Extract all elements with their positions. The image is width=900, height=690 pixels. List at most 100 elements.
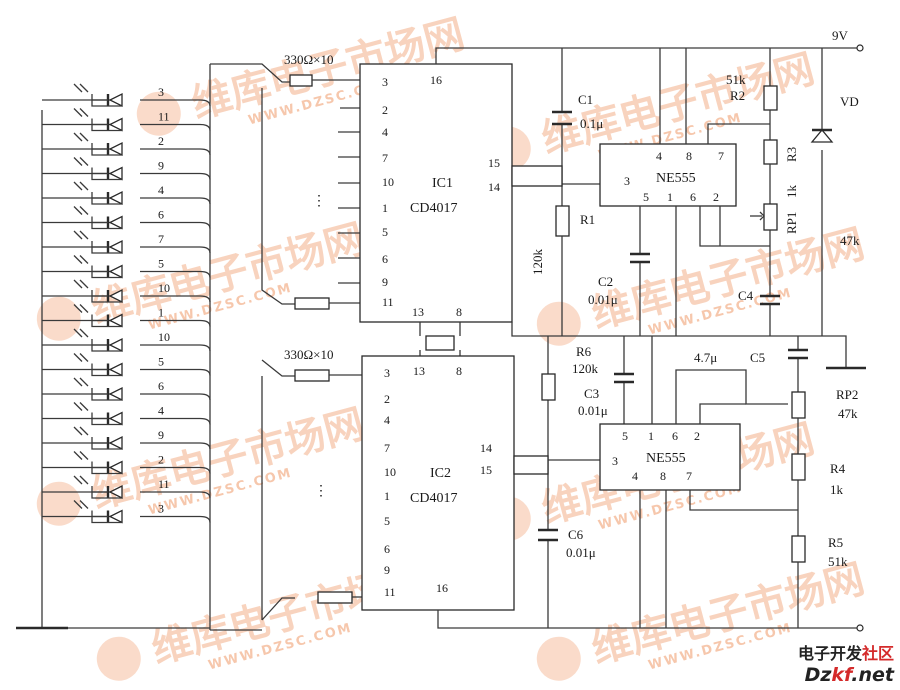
timer1-part: NE555 [656,171,696,186]
watermark-text: 维库电子市场网 [87,401,369,518]
c2-label: C2 [598,274,613,289]
ic2-pin-8: 8 [456,364,462,378]
led-bus-wires [209,63,295,631]
resistor-array-1: 330Ω×10 ⋮ [284,52,360,310]
r3-value: 1k [784,185,799,199]
r6-resistor: R6 120k C6 0.01μ [538,336,599,628]
ic-pin-label: 5 [382,225,388,239]
r5-label: R5 [828,535,843,550]
led: 9 [42,426,211,451]
led-pin-label: 9 [158,428,164,442]
resistor-array-2: 330Ω×10 ⋮ [284,347,362,604]
ic1-pin-14: 14 [488,180,500,194]
c3-capacitor: C3 0.01μ [578,336,634,424]
ic-pin-label: 5 [384,514,390,528]
led-pin-label: 6 [158,379,164,393]
brand-domain-b: kf [831,664,852,686]
ic1-clock-block [511,165,563,187]
timer2-pin5: 5 [622,429,628,443]
led: 10 [42,328,211,353]
r1-resistor: R1 120k [530,205,595,336]
timer2-part: NE555 [646,451,686,466]
ic1-pin-8: 8 [456,305,462,319]
timer2-pin6: 6 [672,429,678,443]
led: 4 [42,402,211,426]
ic2-pin-16: 16 [436,581,448,595]
ic-pin-label: 4 [382,125,388,139]
timer2-pin1: 1 [648,429,654,443]
resistor-array-2-label: 330Ω×10 [284,347,334,362]
led-pin-label: 5 [158,257,164,271]
led-pin-label: 5 [158,355,164,369]
brand-text-b: 社区 [861,644,894,663]
timer1-pin8: 8 [686,149,692,163]
led: 6 [42,377,211,402]
ic2-pin-15: 15 [480,463,492,477]
led: 4 [42,181,211,206]
r4-label: R4 [830,461,846,476]
timer1-pin5: 5 [643,190,649,204]
led-pin-label: 10 [158,281,170,295]
led-pin-label: 2 [158,453,164,467]
c2-value: 0.01μ [588,292,618,307]
ic2-name: IC2 [430,466,451,481]
ic-pin-label: 2 [384,392,390,406]
ic1-pin-16: 16 [430,73,442,87]
r6-value: 120k [572,361,599,376]
ic-pin-label: 1 [384,489,390,503]
ellipsis-2: ⋮ [314,484,328,499]
ic1-name: IC1 [432,176,453,191]
led-pin-label: 7 [158,232,164,246]
ic-pin-label: 7 [384,441,390,455]
timer1-pin1: 1 [667,190,673,204]
ic-pin-label: 11 [384,585,396,599]
led: 9 [42,157,211,181]
c5-label: C5 [750,350,765,365]
c1-capacitor: C1 0.1μ [552,48,603,206]
ne555-timer-1: 4 8 7 3 NE555 5 1 6 2 [599,48,770,336]
ic-pin-label: 10 [384,465,396,479]
led-pin-label: 9 [158,159,164,173]
led: 3 [42,83,211,108]
ic-pin-label: 6 [384,542,390,556]
timer2-pin2: 2 [694,429,700,443]
r5-value: 51k [828,554,848,569]
led-pin-label: 4 [158,404,164,418]
r2-label: R2 [730,88,745,103]
c6-value: 0.01μ [566,545,596,560]
led-pin-label: 4 [158,183,164,197]
led-pin-label: 11 [158,110,170,124]
supply-rail: 9V [435,28,864,64]
ic-link-block [425,335,455,351]
vd-diode: VD 47k [810,48,860,336]
led-pin-label: 3 [158,85,164,99]
vd-label: VD [840,94,859,109]
c1-label: C1 [578,92,593,107]
ic-pin-label: 6 [382,252,388,266]
timer1-pin2: 2 [713,190,719,204]
timer1-pin7: 7 [718,149,724,163]
ic1-ground-wire [511,322,562,337]
rp1-value: 47k [840,233,860,248]
ne555-timer-2: 5 1 6 2 3 NE555 4 8 7 [599,336,798,628]
c3-value: 0.01μ [578,403,608,418]
ic-pin-label: 3 [384,366,390,380]
r3-label: R3 [784,147,799,162]
led: 2 [42,132,211,157]
led-pin-label: 3 [158,502,164,516]
bottom-terminal [856,624,864,632]
ic-pin-label: 10 [382,175,394,189]
r4-value: 1k [830,482,844,497]
led-pin-label: 11 [158,477,170,491]
timer2-rc-chain: RP2 47k R4 1k R5 51k [788,336,858,628]
led-pin-label: 1 [158,306,164,320]
c1-value: 0.1μ [580,116,603,131]
brand-domain-c: .net [851,664,894,686]
watermark-text: 维库电子市场网 [587,221,869,338]
c5-value: 4.7μ [694,350,717,365]
ic1-pin-15: 15 [488,156,500,170]
led: 11 [42,108,211,132]
